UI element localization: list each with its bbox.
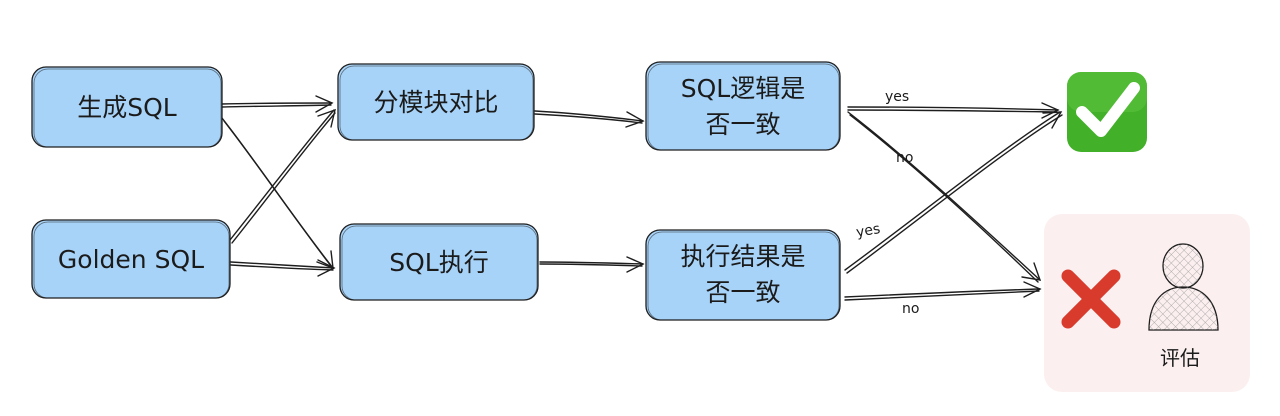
- node-label-line-2: 否一致: [705, 278, 780, 307]
- edge-label-result-yes: yes: [855, 221, 882, 241]
- edge-label-result-no: no: [902, 301, 919, 317]
- edge-result-yes: [844, 111, 1063, 274]
- node-label: 分模块对比: [373, 88, 498, 117]
- edge-logic-no: [847, 111, 1042, 283]
- node-label-line-2: 否一致: [705, 110, 780, 139]
- red-cross-icon: [1061, 269, 1121, 329]
- node-logic-consistent: SQL逻辑是 否一致: [645, 61, 841, 151]
- white-check-mark-icon: [1067, 72, 1147, 152]
- evaluate-label: 评估: [1160, 346, 1200, 370]
- node-sql-execute: SQL执行: [339, 223, 539, 301]
- edge-logic-yes: [847, 102, 1060, 119]
- node-generate-sql: 生成SQL: [31, 66, 223, 148]
- node-label: Golden SQL: [58, 245, 204, 274]
- edge-generate-to-execute: [221, 117, 334, 270]
- edge-generate-to-compare: [221, 95, 334, 113]
- fail-panel: [1044, 214, 1250, 392]
- edge-execute-to-result: [539, 256, 645, 273]
- node-label: SQL执行: [389, 248, 488, 277]
- connectors: [221, 95, 1063, 301]
- edge-golden-to-execute: [230, 259, 336, 277]
- node-label-line-1: SQL逻辑是: [681, 74, 805, 103]
- node-label: 生成SQL: [77, 93, 177, 122]
- edge-label-logic-yes: yes: [885, 89, 909, 105]
- edge-golden-to-compare: [229, 108, 336, 244]
- node-result-consistent: 执行结果是 否一致: [645, 229, 841, 321]
- node-module-compare: 分模块对比: [337, 63, 535, 141]
- edge-label-logic-no: no: [896, 150, 913, 166]
- node-label-line-1: 执行结果是: [680, 242, 805, 271]
- edge-result-no: [844, 281, 1042, 301]
- node-golden-sql: Golden SQL: [31, 219, 231, 299]
- edge-compare-to-logic: [534, 110, 645, 128]
- person-icon: [1148, 243, 1219, 331]
